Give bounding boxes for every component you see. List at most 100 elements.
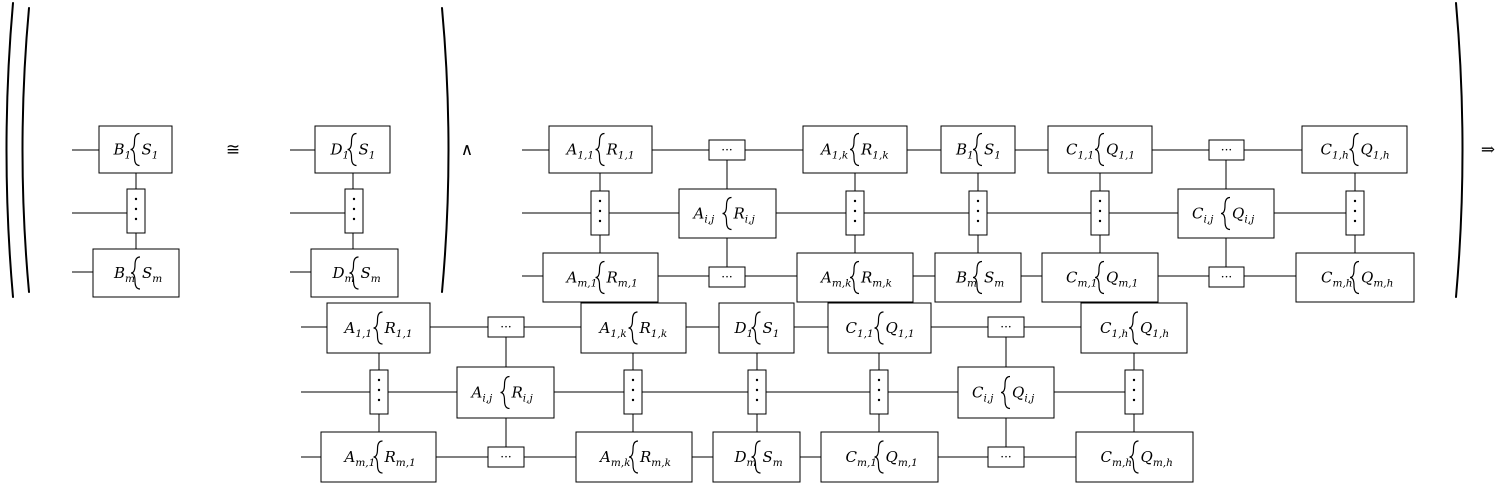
node-label-left: Dm xyxy=(734,448,757,469)
vertical-ellipsis-dot xyxy=(1132,388,1136,392)
node-label-right: Qi,j xyxy=(1232,205,1255,226)
node-label-left: Bm xyxy=(955,269,977,290)
ellipsis-text: ··· xyxy=(721,143,732,157)
subscript: 1 xyxy=(125,150,132,162)
subscript: i,j xyxy=(983,393,994,405)
vertical-ellipsis-dot xyxy=(877,398,881,402)
brace-icon xyxy=(373,440,383,474)
outer-right-parenthesis xyxy=(1455,2,1464,298)
node-label-left: Ci,j xyxy=(1192,205,1214,226)
implies-symbol: ⇒ xyxy=(1481,140,1495,160)
symbol: A xyxy=(343,319,356,337)
node-label-left: Am,k xyxy=(819,269,852,290)
subscript: i,j xyxy=(482,393,493,405)
node-label-left: Cm,h xyxy=(1321,269,1353,290)
subscript: m,1 xyxy=(355,457,375,469)
symbol: R xyxy=(606,141,618,159)
vertical-ellipsis-dot xyxy=(598,199,602,203)
node-box xyxy=(310,248,399,298)
subscript: m xyxy=(152,273,162,285)
subscript: 1,1 xyxy=(355,328,372,340)
node-label-right: R1,k xyxy=(860,141,889,162)
brace-icon xyxy=(1000,375,1011,410)
vertical-ellipsis-dot xyxy=(377,398,381,402)
node-box xyxy=(1075,431,1194,483)
node-label-right: Qm,1 xyxy=(1106,269,1138,290)
node-box xyxy=(1041,252,1159,303)
vertical-ellipsis-dot xyxy=(134,207,138,211)
subscript: m xyxy=(371,273,381,285)
ellipsis-box: ··· xyxy=(987,446,1025,468)
brace-icon xyxy=(1220,196,1231,231)
subscript: i,j xyxy=(704,214,715,226)
node-box xyxy=(548,125,653,174)
vertical-ellipsis-dot xyxy=(1132,378,1136,382)
node-box xyxy=(314,125,391,174)
symbol: S xyxy=(142,264,152,282)
node-label-right: Qm,h xyxy=(1141,448,1173,469)
node-label-left: Ci,j xyxy=(972,384,994,405)
node-box xyxy=(678,188,777,239)
subscript: 1 xyxy=(747,328,754,340)
vertical-ellipsis-dot xyxy=(134,217,138,221)
symbol: Q xyxy=(1361,269,1373,287)
ellipsis-box: ··· xyxy=(987,316,1025,338)
brace-icon xyxy=(874,440,884,474)
node-label-right: Ri,j xyxy=(733,205,756,226)
node-label-right: Rm,k xyxy=(860,269,892,290)
ellipsis-text: ··· xyxy=(500,320,511,334)
subscript: m xyxy=(125,273,135,285)
node-label-right: Rm,1 xyxy=(606,269,638,290)
subscript: 1,1 xyxy=(1077,150,1094,162)
symbol: D xyxy=(734,319,747,337)
symbol: S xyxy=(142,141,152,159)
subscript: i,j xyxy=(523,393,534,405)
subscript: m,h xyxy=(1112,457,1132,469)
brace-icon xyxy=(849,132,860,167)
subscript: 1,1 xyxy=(857,328,874,340)
symbol: D xyxy=(734,448,747,466)
vertical-ellipsis-dot xyxy=(134,197,138,201)
vertical-ellipsis-frame xyxy=(747,369,767,415)
ellipsis-text: ··· xyxy=(721,270,732,284)
node-label-left: D1 xyxy=(330,141,350,162)
vertical-ellipsis-box xyxy=(869,369,889,415)
subscript: 1,1 xyxy=(577,150,594,162)
node-box xyxy=(796,252,914,303)
symbol: R xyxy=(606,269,618,287)
vertical-ellipsis-dot xyxy=(755,398,759,402)
vertical-ellipsis-dot xyxy=(976,199,980,203)
ellipsis-text: ··· xyxy=(1000,450,1011,464)
symbol: B xyxy=(113,141,125,159)
vertical-ellipsis-dot xyxy=(377,378,381,382)
vertical-ellipsis-dot xyxy=(1098,209,1102,213)
brace-icon xyxy=(972,260,983,295)
subscript: 1,h xyxy=(1373,150,1390,162)
vertical-ellipsis-box xyxy=(623,369,643,415)
subscript: 1,1 xyxy=(1118,150,1135,162)
node-label-right: Sm xyxy=(984,269,1004,290)
subscript: m xyxy=(967,278,977,290)
subscript: 1,1 xyxy=(618,150,635,162)
ellipsis-box: ··· xyxy=(708,266,746,288)
brace-icon xyxy=(130,256,141,290)
node-label-right: Q1,1 xyxy=(886,319,915,340)
node-box xyxy=(957,366,1055,419)
vertical-ellipsis-dot xyxy=(976,219,980,223)
vertical-ellipsis-dot xyxy=(853,219,857,223)
subscript: m,k xyxy=(651,457,671,469)
symbol: Q xyxy=(1361,141,1373,159)
symbol: A xyxy=(343,448,356,466)
subscript: 1 xyxy=(967,150,974,162)
subscript: 1,k xyxy=(832,150,848,162)
node-label-left: Cm,1 xyxy=(1066,269,1097,290)
subscript: 1,1 xyxy=(898,328,915,340)
symbol: Q xyxy=(1141,448,1153,466)
